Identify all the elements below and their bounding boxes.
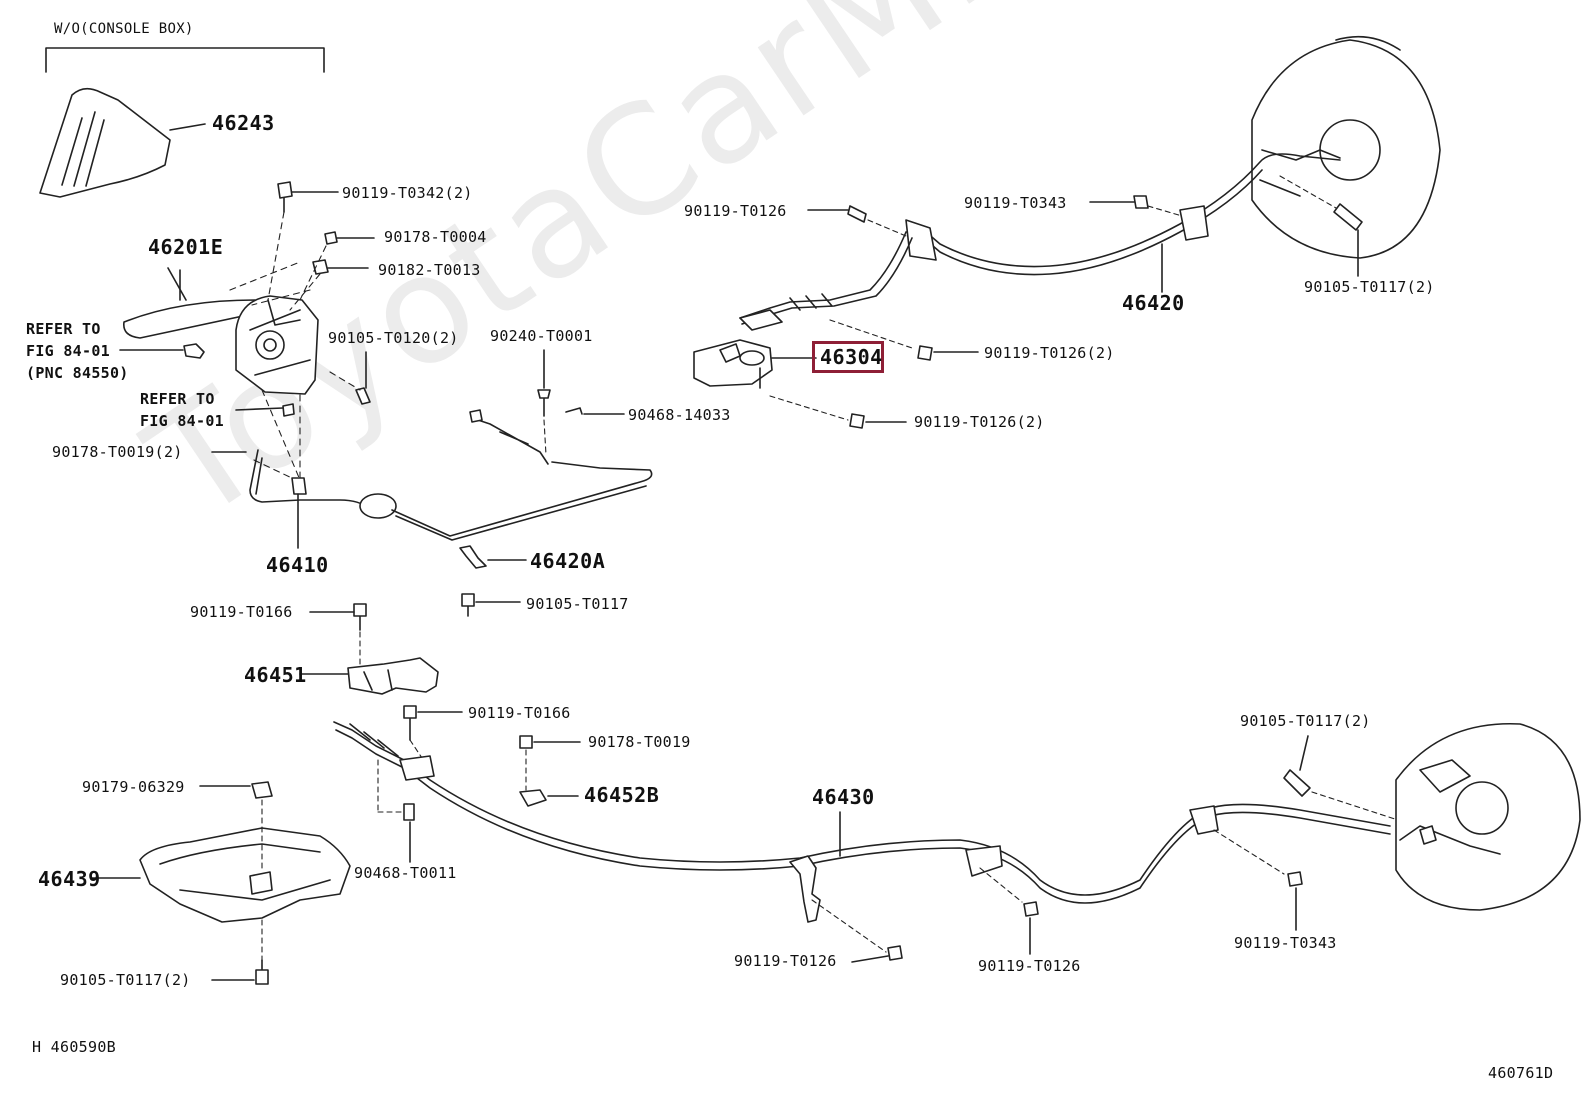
clip-t0011	[403, 803, 415, 821]
part-46201E[interactable]: 46201E	[148, 235, 224, 259]
console-box-label: W/O(CONSOLE BOX)	[54, 21, 194, 37]
fastener-90468-14033[interactable]: 90468-14033	[628, 406, 731, 424]
fastener-90119-T0126-top[interactable]: 90119-T0126	[684, 202, 787, 220]
bracket-430d	[1189, 805, 1219, 835]
fastener-90119-T0343-br[interactable]: 90119-T0343	[1234, 934, 1337, 952]
bolt-t0126-2a	[917, 345, 933, 361]
fastener-90179-06329[interactable]: 90179-06329	[82, 778, 185, 796]
fastener-90119-T0343-top[interactable]: 90119-T0343	[964, 194, 1067, 212]
bolt-t0126-top	[847, 205, 867, 223]
fastener-90182-T0013[interactable]: 90182-T0013	[378, 261, 481, 279]
bolt-t0126-2b	[849, 413, 865, 429]
bolt-t0166-b	[403, 705, 417, 741]
fastener-90178-T0004[interactable]: 90178-T0004	[384, 228, 487, 246]
part-46420A[interactable]: 46420A	[530, 549, 606, 573]
bolt-t0117-bl	[255, 959, 269, 985]
clip-14033	[565, 407, 583, 415]
nut-t0019	[519, 735, 533, 749]
bolt-t0126-b2	[1023, 901, 1039, 917]
part-46451[interactable]: 46451	[244, 663, 307, 687]
cable-46410	[249, 449, 653, 549]
fastener-90119-T0166-b[interactable]: 90119-T0166	[468, 704, 571, 722]
refer-to-line2[interactable]: FIG 84-01	[26, 342, 110, 360]
cable-46430	[333, 721, 1391, 904]
fastener-90119-T0126-b1[interactable]: 90119-T0126	[734, 952, 837, 970]
backing-plate-rear-lh	[1395, 722, 1581, 911]
figure-code-right: 460761D	[1488, 1064, 1554, 1082]
nut-06329	[251, 781, 273, 799]
fastener-90119-T0126-2b[interactable]: 90119-T0126(2)	[914, 413, 1045, 431]
fastener-90240-T0001[interactable]: 90240-T0001	[490, 327, 593, 345]
selected-part-highlight[interactable]	[812, 341, 884, 373]
part-46452B[interactable]: 46452B	[584, 783, 660, 807]
bolt-t0117-mid	[461, 593, 475, 617]
fastener-90105-T0117-bl[interactable]: 90105-T0117(2)	[60, 971, 191, 989]
fastener-90105-T0117-mid[interactable]: 90105-T0117	[526, 595, 629, 613]
clip-84550	[183, 343, 205, 359]
bracket-46304	[693, 309, 817, 389]
nut-t0343-br	[1287, 871, 1303, 887]
part-46430[interactable]: 46430	[812, 785, 875, 809]
fastener-90119-T0126-b2[interactable]: 90119-T0126	[978, 957, 1081, 975]
figure-code-left: H 460590B	[32, 1038, 116, 1056]
cable-46420	[739, 153, 1341, 325]
fastener-90119-T0342[interactable]: 90119-T0342(2)	[342, 184, 473, 202]
bolt-t0126-b1	[887, 945, 903, 961]
part-46439[interactable]: 46439	[38, 867, 101, 891]
part-46410[interactable]: 46410	[266, 553, 329, 577]
bolt-t0117-tr	[1333, 203, 1363, 231]
console-bracket	[45, 47, 325, 73]
fastener-90119-T0126-2a[interactable]: 90119-T0126(2)	[984, 344, 1115, 362]
fastener-90178-T0019[interactable]: 90178-T0019	[588, 733, 691, 751]
part-46420[interactable]: 46420	[1122, 291, 1185, 315]
backing-plate-rear-rh	[1251, 35, 1441, 259]
refer-to-line1: REFER TO	[26, 320, 101, 338]
fastener-90105-T0120[interactable]: 90105-T0120(2)	[328, 329, 459, 347]
fastener-90468-T0011[interactable]: 90468-T0011	[354, 864, 457, 882]
fastener-90105-T0117-tr[interactable]: 90105-T0117(2)	[1304, 278, 1435, 296]
bracket-430b	[789, 855, 821, 923]
bolt-ref2	[282, 403, 295, 417]
bolt-t0166-a	[353, 603, 367, 631]
bracket-430a	[399, 755, 435, 781]
refer-to-line3: (PNC 84550)	[26, 364, 129, 382]
refer-to2-line1: REFER TO	[140, 390, 215, 408]
bracket-46451	[299, 657, 439, 695]
nut-t0013	[312, 259, 329, 275]
fastener-90105-T0117-br[interactable]: 90105-T0117(2)	[1240, 712, 1371, 730]
bolt-t0120	[355, 387, 371, 405]
shield-46439	[91, 827, 351, 923]
rod-46420A-link	[477, 419, 549, 465]
pin-t0001	[537, 389, 551, 417]
part-46243[interactable]: 46243	[212, 111, 275, 135]
fastener-90119-T0166-a[interactable]: 90119-T0166	[190, 603, 293, 621]
clip-46452B	[519, 789, 547, 807]
clip-46420A	[459, 545, 487, 569]
nut-t0004	[324, 231, 338, 245]
fastener-90178-T0019-2[interactable]: 90178-T0019(2)	[52, 443, 183, 461]
nut-t0343-top	[1133, 195, 1149, 209]
bolt-t0342	[277, 181, 293, 213]
boot-46243	[39, 87, 206, 198]
bolt-t0117-br	[1283, 769, 1311, 797]
refer-to2-line2[interactable]: FIG 84-01	[140, 412, 224, 430]
bracket-430c	[965, 845, 1003, 877]
lever-46201E	[123, 269, 319, 395]
part-46304[interactable]: 46304	[820, 345, 883, 369]
